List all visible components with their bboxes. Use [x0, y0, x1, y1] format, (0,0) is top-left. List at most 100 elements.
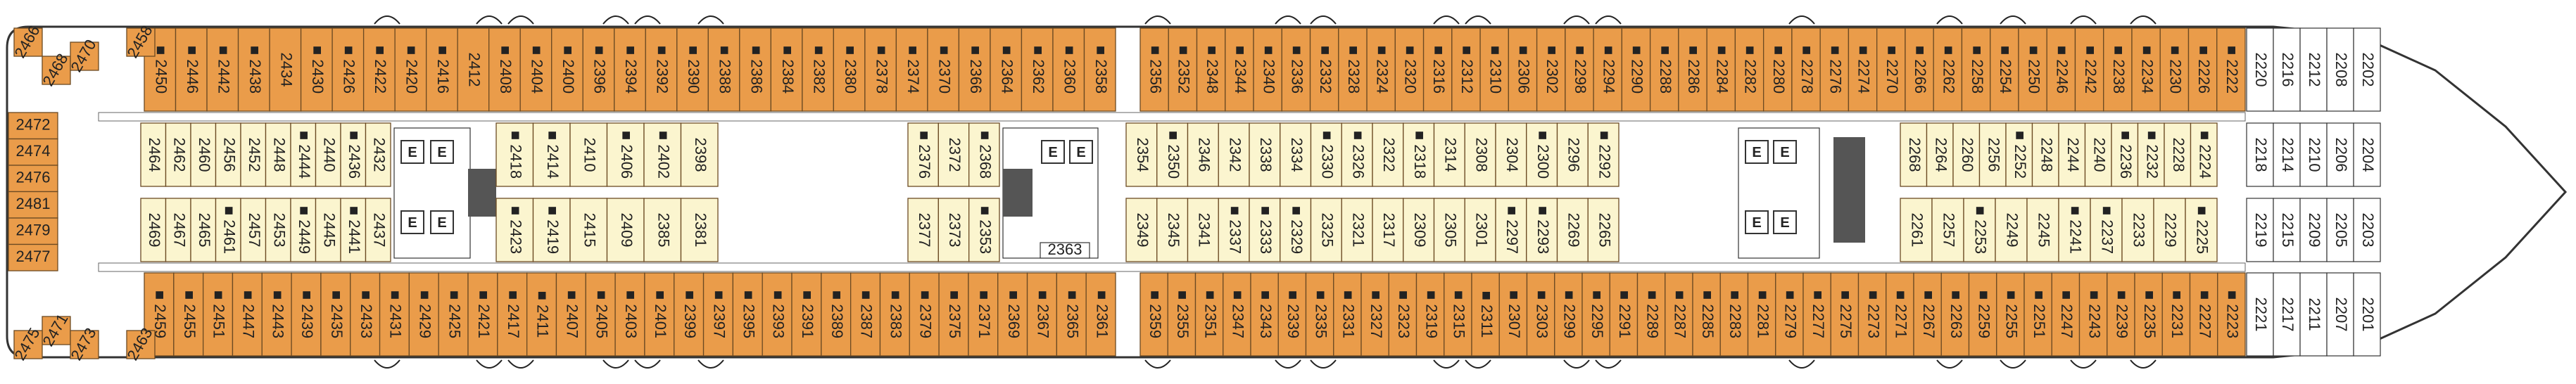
- cabin-2317[interactable]: 2317: [1372, 198, 1404, 262]
- cabin-2370[interactable]: ■ 2370: [927, 27, 960, 112]
- cabin-2323[interactable]: ■ 2323: [1388, 272, 1418, 357]
- cabin-2469[interactable]: 2469: [140, 198, 167, 262]
- cabin-2363[interactable]: 2363: [1040, 241, 1090, 259]
- cabin-2292[interactable]: ■ 2292: [1587, 122, 1620, 187]
- cabin-2384[interactable]: ■ 2384: [770, 27, 803, 112]
- cabin-2312[interactable]: ■ 2312: [1451, 27, 1481, 112]
- cabin-2347[interactable]: ■ 2347: [1223, 272, 1251, 357]
- cabin-2388[interactable]: ■ 2388: [707, 27, 740, 112]
- cabin-2271[interactable]: ■ 2271: [1886, 272, 1914, 357]
- cabin-2320[interactable]: ■ 2320: [1394, 27, 1425, 112]
- cabin-2411[interactable]: ■ 2411: [526, 272, 557, 357]
- cabin-2280[interactable]: ■ 2280: [1762, 27, 1793, 112]
- cabin-2449[interactable]: ■ 2449: [290, 198, 317, 262]
- cabin-2304[interactable]: 2304: [1495, 122, 1527, 187]
- cabin-2372[interactable]: 2372: [937, 122, 970, 187]
- cabin-2355[interactable]: ■ 2355: [1167, 272, 1197, 357]
- cabin-2208[interactable]: 2208: [2326, 27, 2354, 112]
- cabin-2254[interactable]: ■ 2254: [1990, 27, 2019, 112]
- cabin-2455[interactable]: ■ 2455: [173, 272, 204, 357]
- cabin-2298[interactable]: ■ 2298: [1565, 27, 1594, 112]
- cabin-2369[interactable]: ■ 2369: [997, 272, 1028, 357]
- cabin-2326[interactable]: ■ 2326: [1341, 122, 1373, 187]
- cabin-2461[interactable]: ■ 2461: [215, 198, 241, 262]
- cabin-2332[interactable]: ■ 2332: [1309, 27, 1339, 112]
- cabin-2286[interactable]: ■ 2286: [1678, 27, 1707, 112]
- cabin-2223[interactable]: ■ 2223: [2217, 272, 2246, 357]
- cabin-2328[interactable]: ■ 2328: [1338, 27, 1368, 112]
- cabin-2404[interactable]: ■ 2404: [519, 27, 553, 112]
- cabin-2331[interactable]: ■ 2331: [1333, 272, 1362, 357]
- cabin-2321[interactable]: 2321: [1341, 198, 1373, 262]
- cabin-2226[interactable]: ■ 2226: [2187, 27, 2218, 112]
- cabin-2353[interactable]: ■ 2353: [968, 198, 1000, 262]
- cabin-2296[interactable]: 2296: [1556, 122, 1589, 187]
- cabin-2227[interactable]: ■ 2227: [2189, 272, 2218, 357]
- cabin-2212[interactable]: 2212: [2299, 27, 2328, 112]
- cabin-2204[interactable]: 2204: [2353, 122, 2381, 187]
- cabin-2261[interactable]: 2261: [1900, 198, 1933, 262]
- cabin-2224[interactable]: ■ 2224: [2190, 122, 2218, 187]
- cabin-2407[interactable]: ■ 2407: [555, 272, 586, 357]
- cabin-2330[interactable]: ■ 2330: [1310, 122, 1342, 187]
- cabin-2470[interactable]: 2470: [67, 37, 99, 75]
- cabin-2340[interactable]: ■ 2340: [1253, 27, 1282, 112]
- cabin-2277[interactable]: ■ 2277: [1802, 272, 1831, 357]
- cabin-2246[interactable]: ■ 2246: [2046, 27, 2076, 112]
- cabin-2439[interactable]: ■ 2439: [291, 272, 322, 357]
- cabin-2438[interactable]: ■ 2438: [237, 27, 270, 112]
- cabin-2446[interactable]: ■ 2446: [175, 27, 208, 112]
- cabin-2276[interactable]: ■ 2276: [1819, 27, 1850, 112]
- cabin-2358[interactable]: ■ 2358: [1083, 27, 1116, 112]
- cabin-2457[interactable]: 2457: [240, 198, 267, 262]
- cabin-2389[interactable]: ■ 2389: [821, 272, 852, 357]
- cabin-2236[interactable]: ■ 2236: [2111, 122, 2139, 187]
- cabin-2458[interactable]: 2458: [123, 23, 156, 61]
- cabin-2307[interactable]: ■ 2307: [1498, 272, 1528, 357]
- cabin-2409[interactable]: 2409: [606, 198, 645, 262]
- cabin-2354[interactable]: 2354: [1125, 122, 1158, 187]
- cabin-2377[interactable]: 2377: [907, 198, 939, 262]
- cabin-2252[interactable]: ■ 2252: [2005, 122, 2033, 187]
- cabin-2216[interactable]: 2216: [2273, 27, 2301, 112]
- cabin-2259[interactable]: ■ 2259: [1968, 272, 1997, 357]
- cabin-2335[interactable]: ■ 2335: [1305, 272, 1334, 357]
- cabin-2445[interactable]: 2445: [315, 198, 341, 262]
- cabin-2207[interactable]: 2207: [2326, 272, 2354, 357]
- cabin-2266[interactable]: ■ 2266: [1905, 27, 1934, 112]
- cabin-2405[interactable]: ■ 2405: [585, 272, 616, 357]
- cabin-2300[interactable]: ■ 2300: [1526, 122, 1558, 187]
- cabin-2464[interactable]: 2464: [140, 122, 167, 187]
- cabin-2202[interactable]: 2202: [2353, 27, 2381, 112]
- cabin-2265[interactable]: 2265: [1587, 198, 1620, 262]
- cabin-2431[interactable]: ■ 2431: [379, 272, 410, 357]
- cabin-2334[interactable]: 2334: [1280, 122, 1312, 187]
- cabin-2403[interactable]: ■ 2403: [614, 272, 645, 357]
- cabin-2251[interactable]: ■ 2251: [2023, 272, 2052, 357]
- cabin-2456[interactable]: 2456: [215, 122, 241, 187]
- cabin-2460[interactable]: 2460: [190, 122, 217, 187]
- cabin-2291[interactable]: ■ 2291: [1609, 272, 1639, 357]
- cabin-2231[interactable]: ■ 2231: [2161, 272, 2191, 357]
- cabin-2288[interactable]: ■ 2288: [1649, 27, 1679, 112]
- cabin-2423[interactable]: ■ 2423: [495, 198, 534, 262]
- cabin-2481[interactable]: 2481: [8, 191, 58, 219]
- cabin-2473[interactable]: 2473: [67, 325, 99, 364]
- cabin-2448[interactable]: 2448: [265, 122, 291, 187]
- cabin-2263[interactable]: ■ 2263: [1940, 272, 1970, 357]
- cabin-2349[interactable]: 2349: [1125, 198, 1158, 262]
- cabin-2341[interactable]: 2341: [1187, 198, 1219, 262]
- cabin-2393[interactable]: ■ 2393: [762, 272, 793, 357]
- cabin-2318[interactable]: ■ 2318: [1403, 122, 1435, 187]
- cabin-2217[interactable]: 2217: [2273, 272, 2301, 357]
- cabin-2220[interactable]: 2220: [2246, 27, 2274, 112]
- cabin-2303[interactable]: ■ 2303: [1526, 272, 1555, 357]
- cabin-2436[interactable]: ■ 2436: [340, 122, 367, 187]
- cabin-2229[interactable]: 2229: [2153, 198, 2186, 262]
- cabin-2451[interactable]: ■ 2451: [202, 272, 234, 357]
- cabin-2378[interactable]: ■ 2378: [864, 27, 897, 112]
- cabin-2247[interactable]: ■ 2247: [2051, 272, 2081, 357]
- cabin-2344[interactable]: ■ 2344: [1225, 27, 1254, 112]
- cabin-2444[interactable]: ■ 2444: [290, 122, 317, 187]
- cabin-2319[interactable]: ■ 2319: [1415, 272, 1445, 357]
